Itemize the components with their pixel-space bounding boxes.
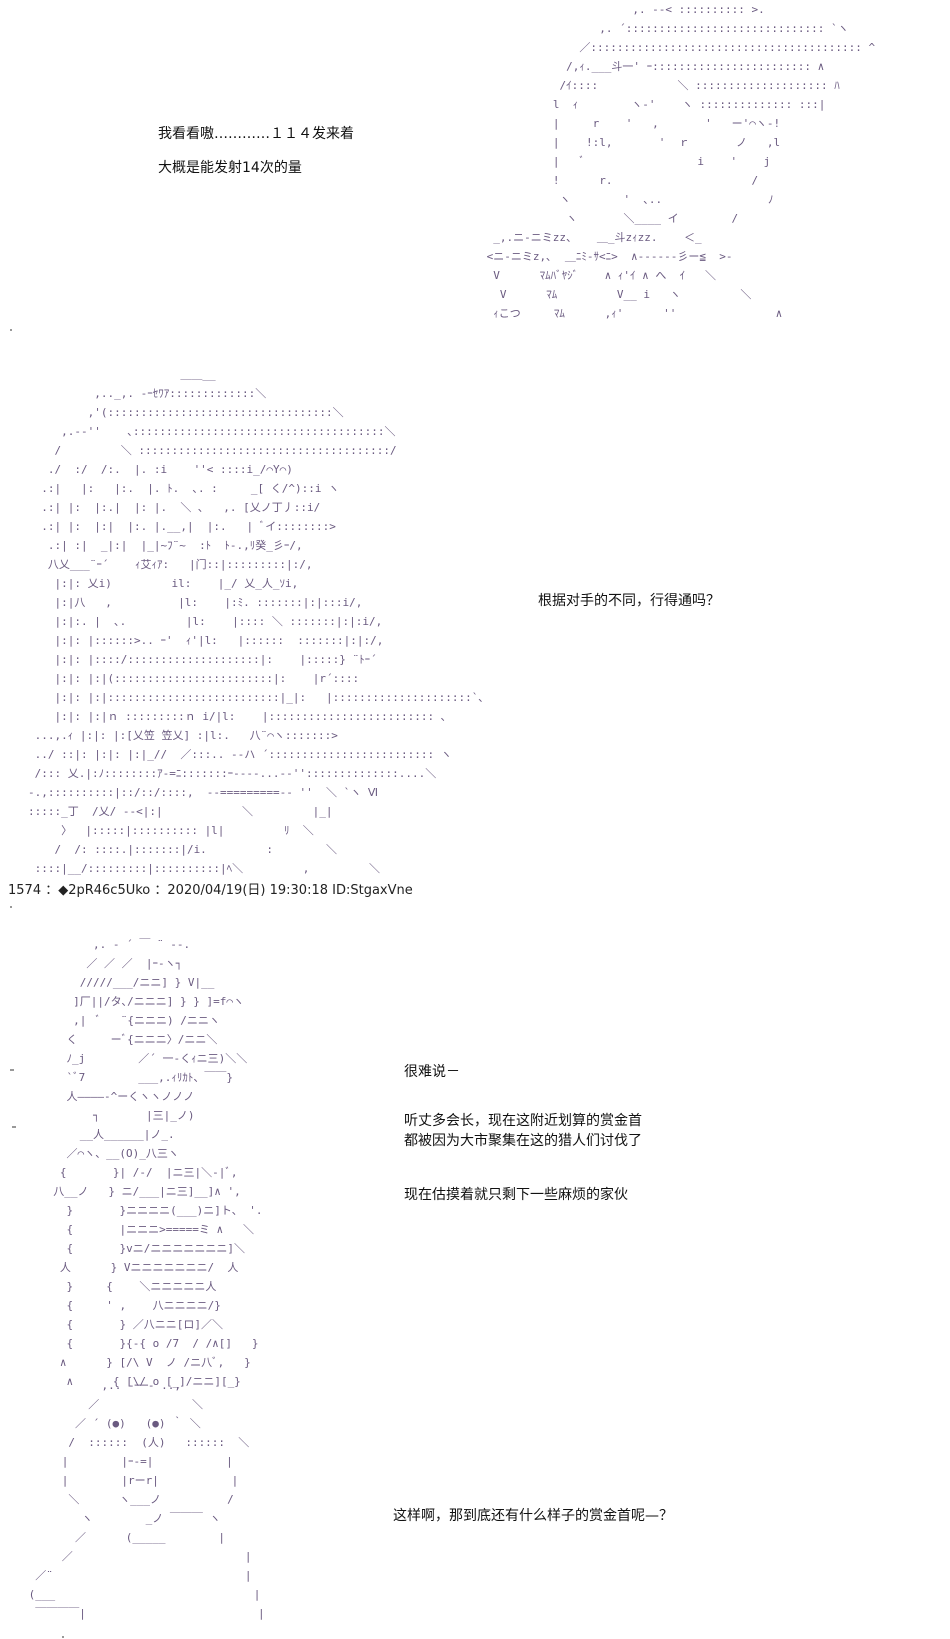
dialogue-line: 这样啊，那到底还有什么样子的赏金首呢—？ [393, 1508, 673, 1524]
ascii-art-round-head-character: ,. -‐< :::::::::: >. ,. ´:::::::::::::::… [486, 3, 876, 320]
margin-mark [12, 1126, 16, 1128]
dialogue-line: 都被因为大市聚集在这的猎人们讨伐了 [404, 1133, 642, 1149]
margin-mark [10, 1069, 14, 1071]
dialogue-line: 听丈多会长，现在这附近划算的赏金首 [404, 1113, 642, 1129]
dialogue-line: 很难说－ [404, 1064, 460, 1080]
dialogue-line: 大概是能发射14次的量 [158, 160, 302, 176]
margin-mark [10, 906, 12, 908]
margin-mark [62, 1636, 64, 1638]
margin-mark [10, 329, 12, 331]
ascii-art-hooded-girl: ＿＿__ ,.._,. -ｰｾﾜｱ:::::::::::::＼ ,'(:::::… [28, 368, 484, 875]
ascii-art-armored-character: ,. ‐ ´ ￣ ¨ ‐-. ／ ／ ／ |ｰ-ヽ┐ /////___/ニニ] … [53, 938, 263, 1388]
dialogue-line: 根据对手的不同，行得通吗？ [538, 593, 720, 609]
dialogue-line: 我看看嗷…………１１４发来着 [158, 126, 354, 142]
post-header: 1574 ：◆2pR46c5Uko ：2020/04/19(日) 19:30:1… [8, 883, 413, 898]
ascii-art-round-face-character: ,.. -──- .., ／ ＼ ／ ´ (●) (●) ｀ ＼ / :::::… [28, 1379, 265, 1620]
dialogue-line: 现在估摸着就只剩下一些麻烦的家伙 [404, 1187, 628, 1203]
